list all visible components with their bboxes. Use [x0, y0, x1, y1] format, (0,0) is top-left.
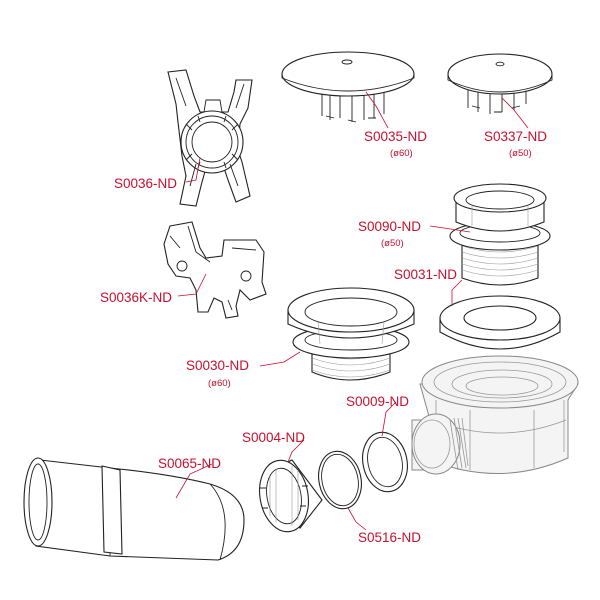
label-s0035: S0035-ND	[364, 129, 427, 144]
label-s0516: S0516-ND	[358, 530, 421, 545]
part-s0337-cover	[447, 53, 553, 114]
size-s0337: (ø50)	[509, 148, 532, 159]
label-s0009: S0009-ND	[346, 394, 409, 409]
size-s0035: (ø60)	[390, 148, 413, 159]
part-s0036k-flat-key	[163, 221, 267, 319]
label-s0337: S0337-ND	[484, 129, 547, 144]
part-s0036-key-tool	[167, 69, 253, 207]
label-s0036: S0036-ND	[114, 176, 177, 191]
part-s0090-threaded-body	[449, 183, 551, 286]
part-s0065-pipe	[23, 457, 245, 561]
part-s0009-ring	[362, 431, 408, 493]
part-s0031-gasket	[439, 295, 561, 350]
part-s0035-cover	[281, 51, 415, 123]
part-drain-housing	[411, 355, 579, 475]
label-s0036k: S0036K-ND	[100, 290, 172, 305]
size-s0030: (ø60)	[208, 378, 231, 389]
label-s0030: S0030-ND	[186, 358, 249, 373]
label-s0004: S0004-ND	[242, 430, 305, 445]
label-s0031: S0031-ND	[394, 267, 457, 282]
size-s0090: (ø50)	[381, 238, 404, 249]
label-s0065: S0065-ND	[158, 456, 221, 471]
part-s0030-threaded-body	[287, 287, 415, 381]
part-s0004-nut	[259, 459, 323, 533]
label-s0090: S0090-ND	[358, 219, 421, 234]
part-labels: S0036-ND S0036K-ND S0035-ND (ø60) S0337-…	[100, 129, 547, 545]
leader-lines	[175, 91, 529, 531]
part-s0516-o-ring	[318, 450, 362, 510]
